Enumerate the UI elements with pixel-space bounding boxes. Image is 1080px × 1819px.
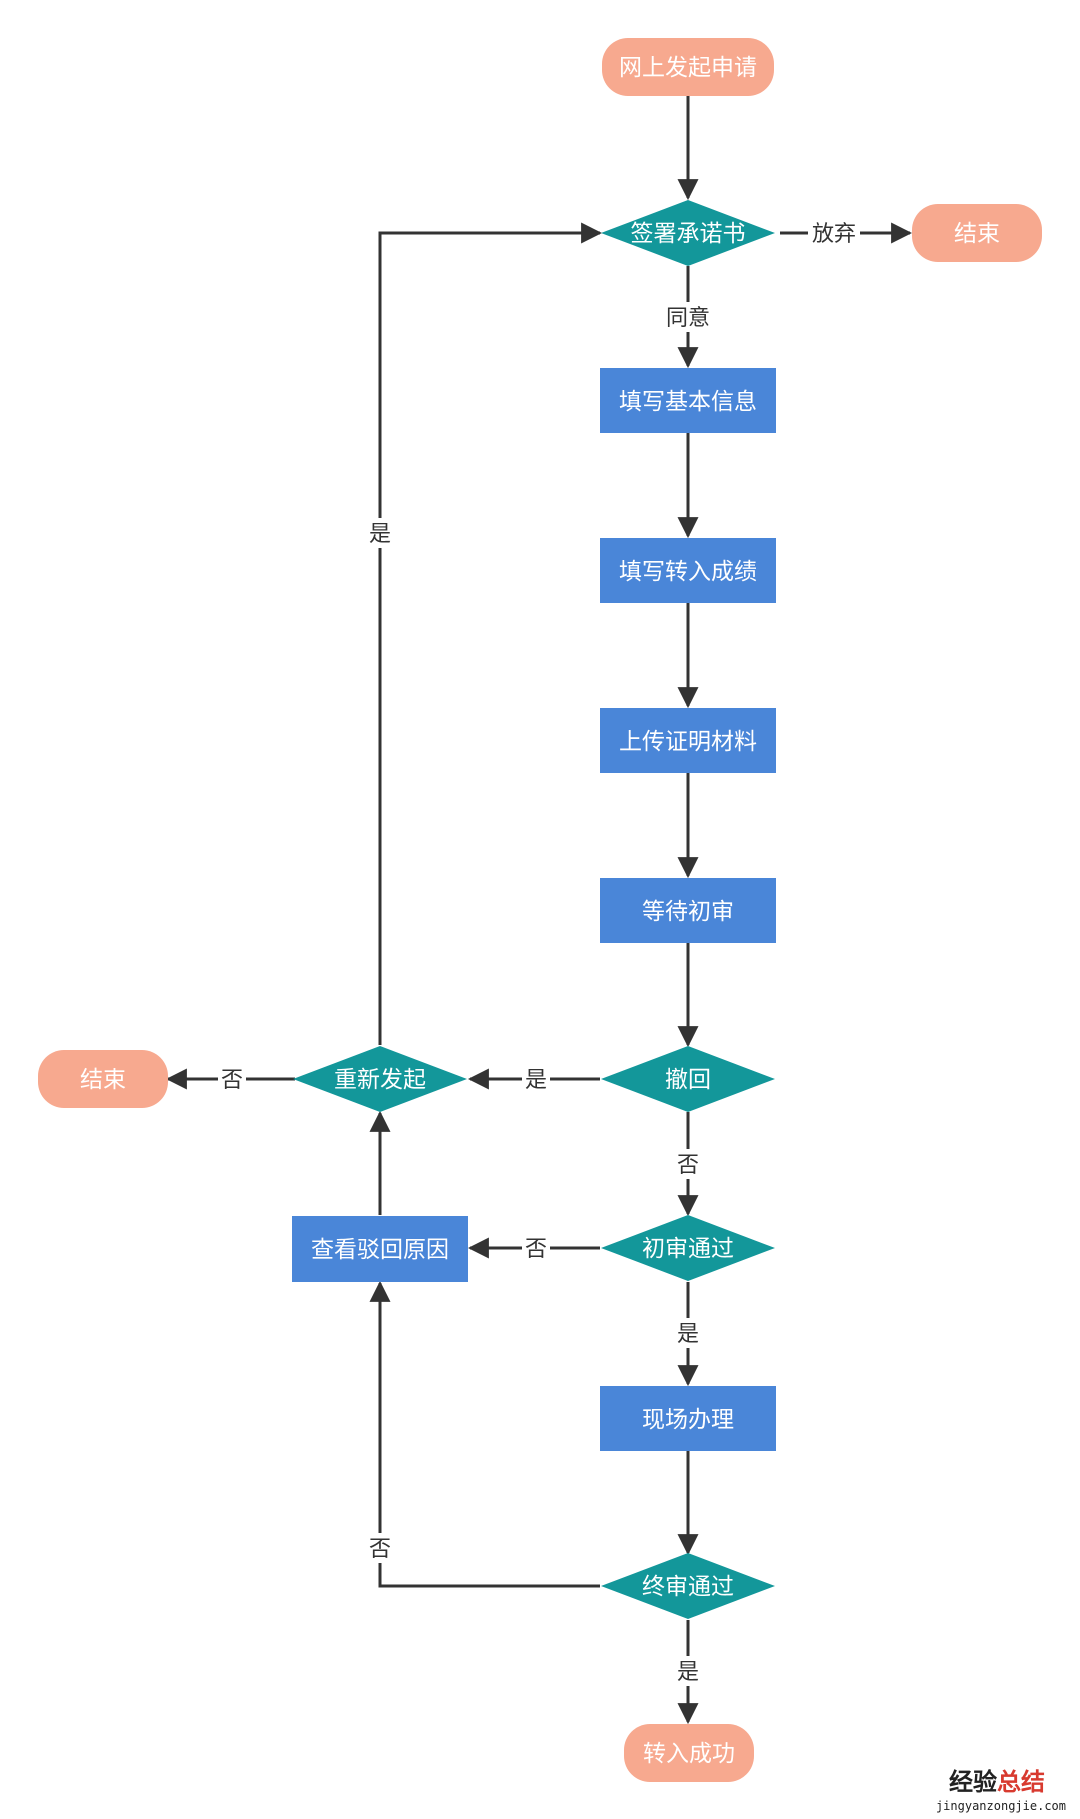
node-sign-pledge-label: 签署承诺书 (631, 221, 746, 247)
watermark: 经验总结 jingyanzongjie.com (936, 1767, 1066, 1813)
label-restart-no: 否 (221, 1068, 243, 1093)
node-final-pass[interactable]: 终审通过 (601, 1553, 775, 1619)
label-initial-yes: 是 (677, 1322, 699, 1347)
node-fill-grades-label: 填写转入成绩 (619, 559, 757, 585)
node-fill-grades[interactable]: 填写转入成绩 (600, 538, 776, 603)
node-end-right-label: 结束 (954, 221, 1000, 247)
node-fill-info-label: 填写基本信息 (619, 389, 757, 415)
watermark-title-b: 总结 (997, 1767, 1045, 1796)
label-withdraw-yes: 是 (525, 1068, 547, 1093)
node-fill-info[interactable]: 填写基本信息 (600, 368, 776, 433)
node-restart-label: 重新发起 (334, 1067, 426, 1093)
edge-final-to-view-reason (369, 1280, 600, 1588)
label-restart-yes: 是 (369, 522, 391, 547)
label-withdraw-no: 否 (677, 1153, 699, 1178)
edge-restart-to-sign (378, 222, 603, 1045)
node-onsite-label: 现场办理 (642, 1407, 734, 1433)
node-wait-review[interactable]: 等待初审 (600, 878, 776, 943)
node-success-label: 转入成功 (643, 1741, 735, 1767)
watermark-title-a: 经验 (949, 1767, 997, 1796)
node-withdraw[interactable]: 撤回 (601, 1046, 775, 1112)
label-final-yes: 是 (677, 1660, 699, 1685)
watermark-title: 经验总结 (949, 1767, 1045, 1796)
node-initial-pass-label: 初审通过 (642, 1236, 734, 1262)
edge-labels: 放弃 同意 是 是 否 否 否 是 否 是 (218, 218, 860, 1686)
node-withdraw-label: 撤回 (665, 1067, 711, 1093)
node-end-right[interactable]: 结束 (912, 204, 1042, 262)
edges (165, 96, 913, 1725)
node-start-label: 网上发起申请 (619, 55, 757, 81)
node-upload[interactable]: 上传证明材料 (600, 708, 776, 773)
label-abandon: 放弃 (812, 222, 856, 247)
node-view-reason[interactable]: 查看驳回原因 (292, 1216, 468, 1282)
node-wait-review-label: 等待初审 (642, 899, 734, 925)
label-initial-no: 否 (525, 1237, 547, 1262)
node-end-left[interactable]: 结束 (38, 1050, 168, 1108)
label-agree: 同意 (666, 306, 710, 331)
node-sign-pledge[interactable]: 签署承诺书 (601, 200, 775, 266)
node-end-left-label: 结束 (80, 1067, 126, 1093)
label-final-no: 否 (369, 1537, 391, 1562)
node-view-reason-label: 查看驳回原因 (311, 1237, 449, 1263)
node-restart[interactable]: 重新发起 (293, 1046, 467, 1112)
node-initial-pass[interactable]: 初审通过 (601, 1215, 775, 1281)
watermark-url: jingyanzongjie.com (936, 1799, 1066, 1813)
node-start[interactable]: 网上发起申请 (602, 38, 774, 96)
node-upload-label: 上传证明材料 (619, 729, 757, 755)
node-final-pass-label: 终审通过 (642, 1574, 734, 1600)
node-onsite[interactable]: 现场办理 (600, 1386, 776, 1451)
node-success[interactable]: 转入成功 (624, 1724, 754, 1782)
